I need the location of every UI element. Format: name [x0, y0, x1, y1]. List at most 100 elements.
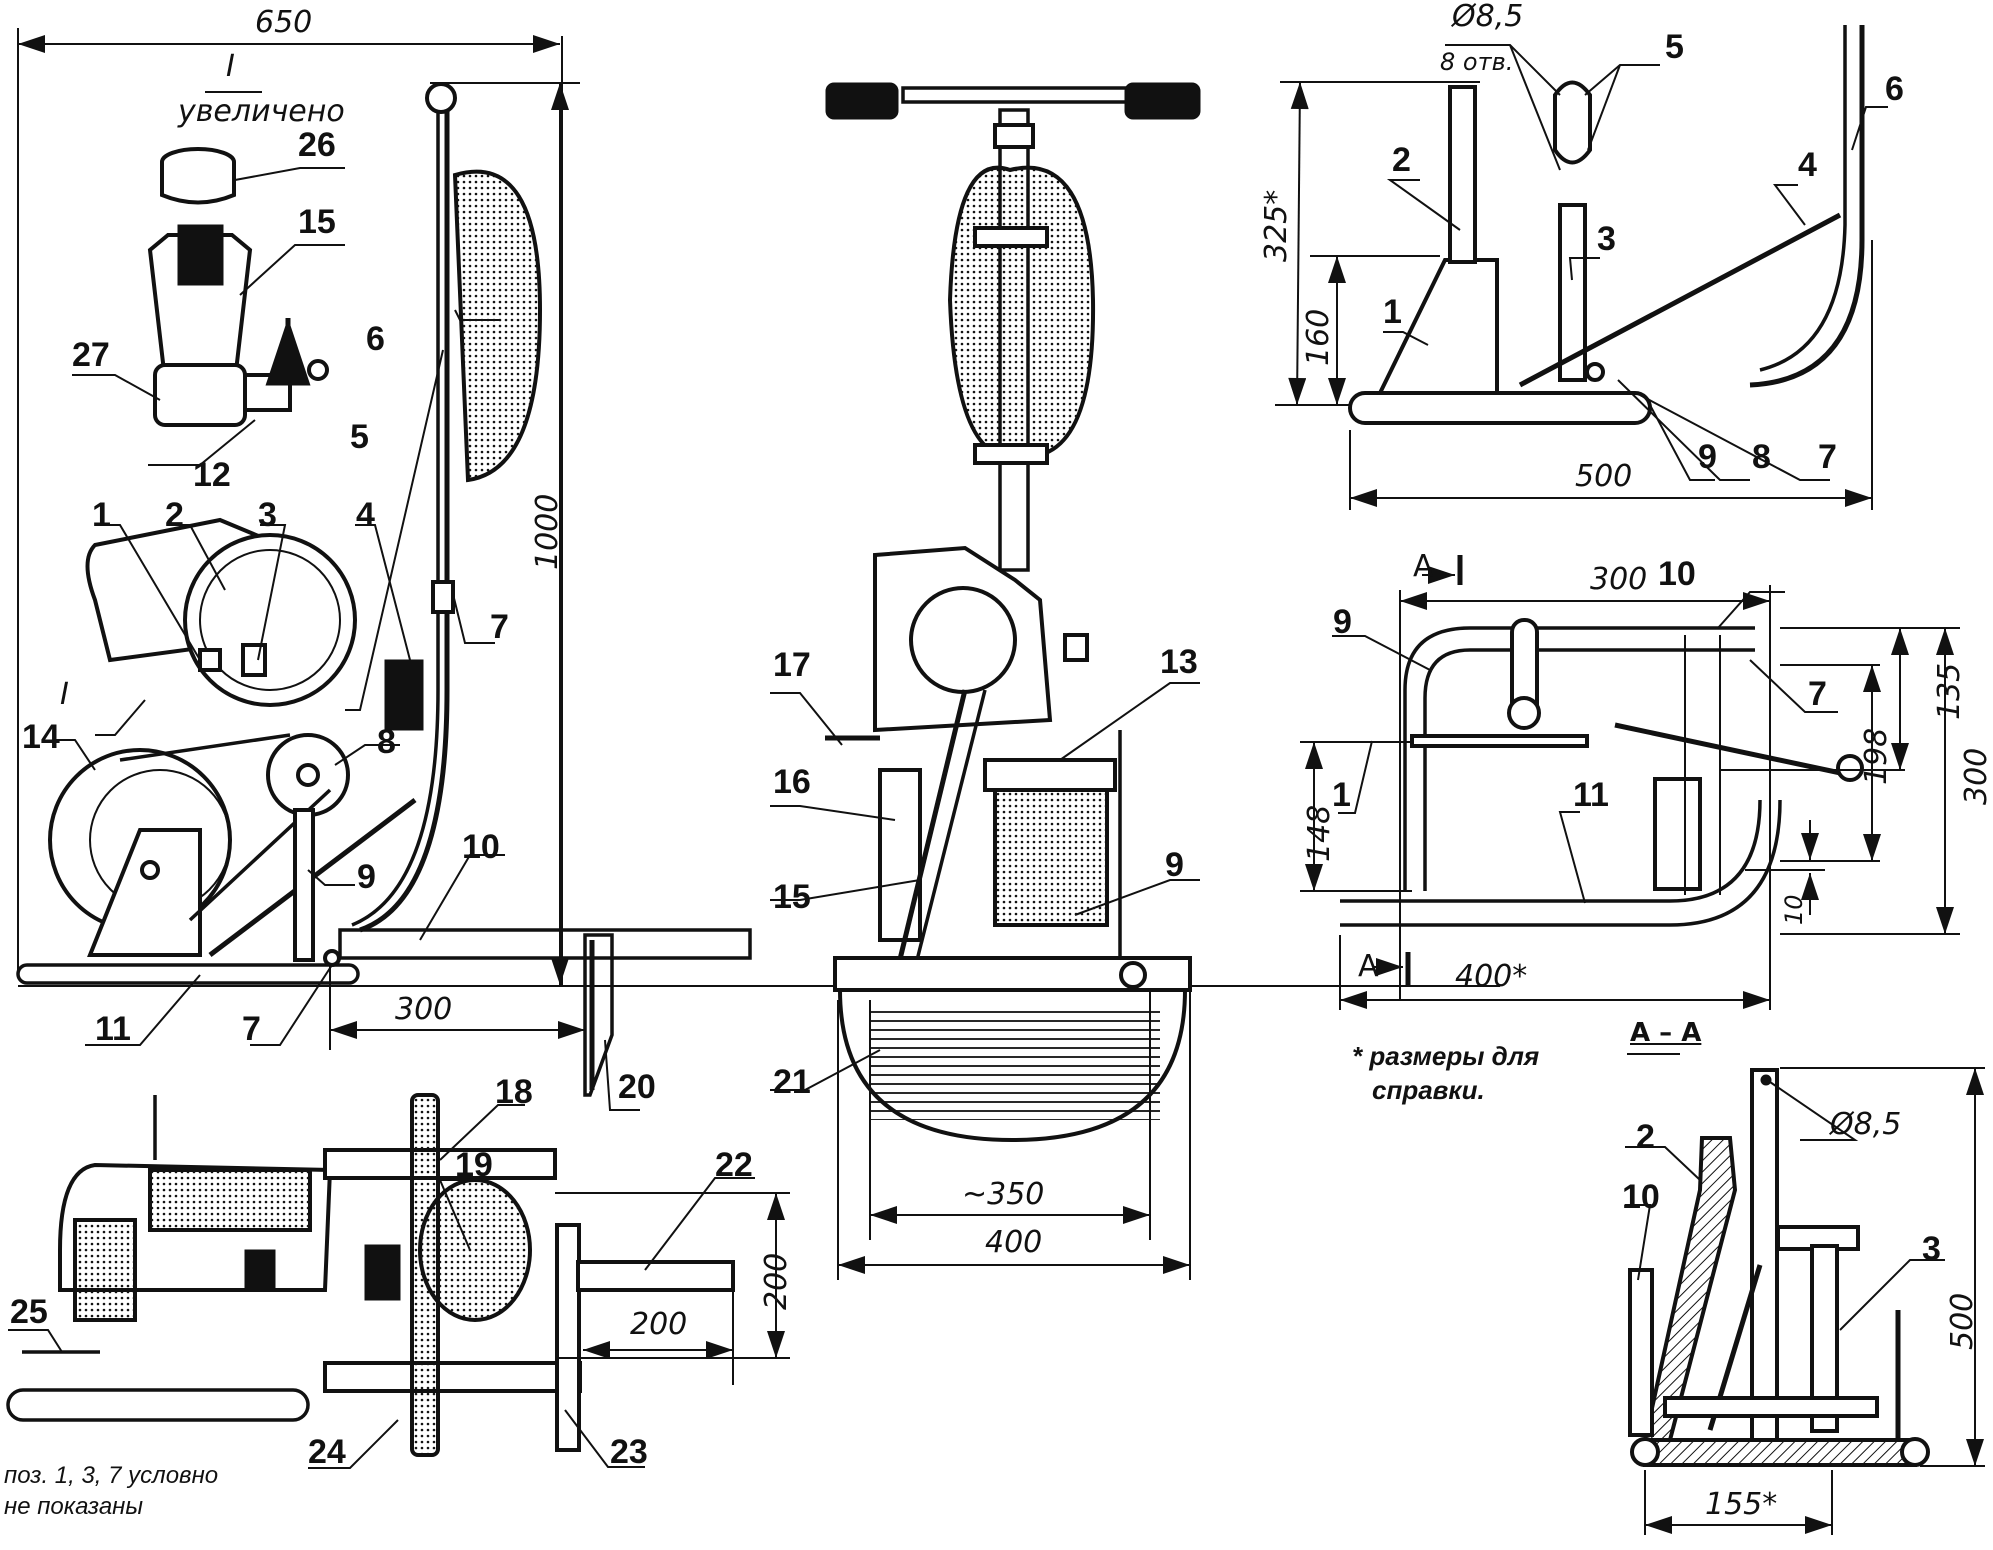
frame-base-9	[1348, 391, 1652, 425]
label-7b-side: 7	[242, 1010, 261, 1048]
arm-22	[576, 1260, 735, 1292]
front-view	[770, 82, 1201, 1280]
label-7-frametop: 7	[1808, 675, 1827, 713]
dim-160: 160	[1301, 308, 1336, 366]
label-16: 16	[773, 763, 811, 801]
handlebar	[901, 86, 1155, 104]
drum-support	[87, 828, 202, 957]
mark-I-side: I	[60, 677, 69, 712]
frame-side-view	[1275, 25, 1888, 510]
label-8-frame: 8	[1752, 438, 1771, 476]
label-1-frame: 1	[1383, 293, 1402, 331]
leader-1	[100, 524, 201, 661]
tube-6	[1749, 25, 1865, 388]
carb-block	[244, 1249, 276, 1291]
label-12: 12	[193, 456, 231, 494]
post-2	[1448, 85, 1477, 264]
bar-lower	[323, 1361, 582, 1393]
column-clamp	[993, 123, 1035, 149]
plate-1-top	[1410, 734, 1589, 748]
dim-300-frame-top: 300	[1590, 562, 1648, 597]
top-view-note-line2: не показаны	[4, 1493, 144, 1521]
tine-20	[583, 933, 614, 1097]
label-10-frame: 10	[1658, 555, 1696, 593]
label-18: 18	[495, 1073, 533, 1111]
hub-block	[364, 1244, 401, 1301]
brace-top	[1614, 722, 1851, 778]
label-15-detail: 15	[298, 203, 336, 241]
bracket-5	[1553, 80, 1592, 165]
joint-7	[1585, 362, 1605, 382]
section-mark-A-bottom: A	[1358, 949, 1379, 984]
dim-200-h: 200	[630, 1307, 688, 1342]
label-5-frame: 5	[1665, 28, 1684, 66]
base-plate	[1663, 1396, 1879, 1418]
detail-I-caption: увеличено	[178, 94, 345, 129]
block-stack	[1653, 777, 1702, 891]
footnote-line1: размеры для	[1369, 1041, 1540, 1071]
dim-300-frame-v: 300	[1959, 747, 1993, 805]
holes-count: 8 отв.	[1440, 48, 1514, 76]
label-25: 25	[10, 1293, 48, 1331]
dim-200-v: 200	[759, 1252, 794, 1310]
label-14: 14	[22, 718, 60, 756]
tank-strap-bottom	[973, 443, 1049, 465]
detail-I-mark: I	[226, 49, 235, 84]
spark-plug	[1063, 633, 1089, 662]
drum-top-view	[73, 1218, 137, 1322]
collet-slot	[177, 224, 224, 286]
label-11-side: 11	[95, 1010, 131, 1048]
block-4	[384, 659, 424, 731]
label-6-frame: 6	[1885, 70, 1904, 108]
bracket-12	[243, 373, 292, 412]
label-22: 22	[715, 1146, 753, 1184]
section-aa-title: А – А	[1630, 1018, 1702, 1048]
bar-10	[338, 928, 752, 960]
skid-bar	[6, 1388, 310, 1422]
plate-1	[1376, 258, 1499, 395]
label-8: 8	[377, 723, 396, 761]
detail-I-view	[72, 91, 345, 466]
label-20: 20	[618, 1068, 656, 1106]
belt	[119, 733, 291, 762]
pipe-end	[1119, 961, 1147, 989]
dim-line-325	[1288, 81, 1309, 406]
label-5-side: 5	[350, 418, 369, 456]
dim-325-value: 325	[1259, 204, 1294, 262]
brace-4	[1518, 212, 1842, 388]
dim-325: 325*	[1259, 190, 1294, 262]
footnote-star: *	[1352, 1041, 1363, 1071]
flywheel-2	[183, 533, 357, 707]
dim-400-front: 400	[985, 1225, 1043, 1260]
frame-loop-9	[1403, 626, 1755, 891]
post-vertical	[1750, 1068, 1779, 1442]
label-9-frame: 9	[1698, 438, 1717, 476]
footnote-line2: справки.	[1372, 1074, 1485, 1105]
label-23: 23	[610, 1433, 648, 1471]
base-bar-11	[16, 963, 360, 985]
label-2-frame: 2	[1392, 141, 1411, 179]
label-13: 13	[1160, 643, 1198, 681]
label-4-frame: 4	[1798, 146, 1817, 184]
top-view-note: поз. 1, 3, 7 условно не показаны	[4, 1460, 218, 1522]
tube-10	[1628, 1268, 1654, 1437]
label-9-front: 9	[1165, 846, 1184, 884]
clamp-27	[153, 363, 247, 427]
handle-tube-5	[359, 95, 450, 933]
section-mark-A-top: A	[1413, 549, 1434, 584]
bar-11	[1340, 799, 1762, 903]
label-17: 17	[773, 646, 811, 684]
label-2-side: 2	[165, 496, 184, 534]
dim-400-frame: 400*	[1455, 959, 1528, 994]
label-24: 24	[308, 1433, 346, 1471]
label-4-side: 4	[356, 496, 375, 534]
hole-note-aa: Ø8,5	[1830, 1107, 1902, 1142]
label-1-frametop: 1	[1332, 776, 1351, 814]
label-3-aa: 3	[1922, 1230, 1941, 1268]
clamp-7	[431, 580, 455, 614]
label-10-aa: 10	[1622, 1178, 1660, 1216]
dim-155: 155*	[1705, 1487, 1778, 1522]
label-2-aa: 2	[1636, 1118, 1655, 1156]
dim-10: 10	[1780, 894, 1808, 925]
section-aa-view	[1625, 1053, 1985, 1535]
